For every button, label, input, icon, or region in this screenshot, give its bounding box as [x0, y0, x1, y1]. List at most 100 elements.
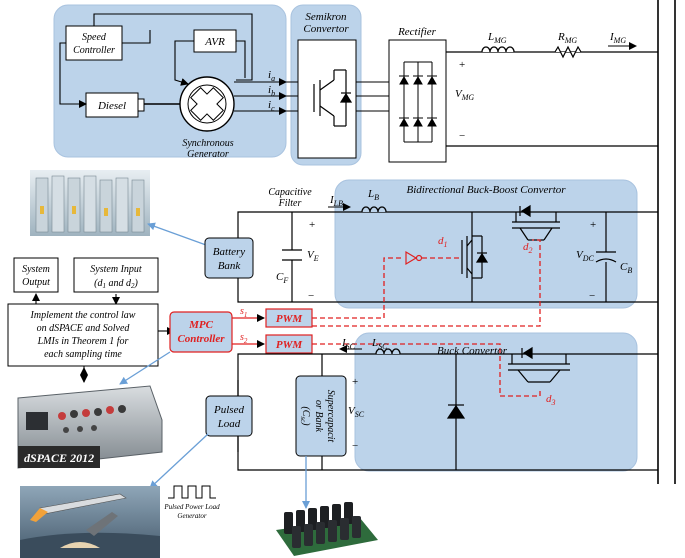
lb-label: LB [367, 188, 379, 202]
ia-label: ia [268, 69, 275, 83]
vmg-minus: − [459, 130, 465, 142]
avr-label: AVR [204, 36, 225, 48]
buck-switch-icon [508, 346, 570, 383]
supercapacitor-bank-box [295, 375, 347, 457]
supercapacitor-photo [276, 502, 378, 556]
s2-label: s2 [240, 332, 248, 345]
ve-plus: + [309, 219, 315, 231]
pulse-waveform-icon [168, 485, 216, 499]
mpc-label-2: Controller [177, 333, 225, 345]
d2-label: d2 [523, 241, 533, 255]
system-output-label: System [22, 264, 50, 275]
pulsed-load-box [205, 395, 253, 437]
system-output-box [13, 257, 59, 293]
system-input-box [73, 257, 159, 293]
control-arrows [32, 293, 175, 383]
control-law-line-2: on dSPACE and Solved [37, 323, 131, 334]
battery-photo [30, 170, 150, 236]
control-law-line-1: Implement the control law [30, 310, 136, 321]
ic-label: ic [268, 99, 275, 113]
missile-launch-photo [20, 486, 160, 558]
d3-label: d3 [546, 393, 556, 407]
bidir-switch-lower-icon [461, 212, 489, 302]
isc-label: ISC [341, 337, 356, 351]
sync-gen-label-2: Generator [187, 149, 229, 160]
lb-inductor-icon [361, 206, 387, 213]
s1-label: s1 [240, 306, 247, 319]
vdc-plus: + [590, 219, 596, 231]
vdc-minus: − [589, 290, 595, 302]
lsc-label: LSC [371, 337, 388, 351]
pwm1-label: PWM [276, 313, 304, 325]
cap-filter-label: Capacitive [268, 187, 312, 198]
bidirectional-converter-panel [334, 179, 638, 309]
lsc-inductor-icon [375, 348, 401, 355]
sync-gen-label: Synchronous [182, 138, 233, 149]
battery-bank-label-2: Bank [218, 260, 242, 272]
bidir-switch-upper-icon [512, 204, 560, 241]
battery-photo-link [147, 222, 207, 246]
cb-label: CB [620, 261, 632, 275]
control-law-box [7, 303, 159, 367]
lmg-inductor-icon [481, 46, 515, 53]
vmg-label: VMG [455, 88, 474, 102]
speed-controller-box [65, 25, 123, 61]
pulse-gen-label-2: Generator [177, 512, 206, 520]
cap-filter-label-2: Filter [278, 198, 302, 209]
d1-label: d1 [438, 235, 448, 249]
pulsed-load-label-2: Load [217, 418, 241, 430]
buck-diode-icon [446, 404, 466, 419]
battery-bank-label: Battery [213, 246, 245, 258]
d1-driver-icon [405, 250, 460, 266]
diesel-label: Diesel [97, 100, 126, 112]
vmg-plus: + [459, 59, 465, 71]
ve-minus: − [308, 290, 314, 302]
rectifier-label: Rectifier [397, 26, 437, 38]
rmg-label: RMG [557, 31, 577, 45]
pulse-gen-label: Pulsed Power Load [163, 503, 220, 511]
mpc-controller-box [169, 311, 233, 353]
bidir-title: Bidirectional Buck-Boost Convertor [406, 184, 566, 196]
speed-controller-label: Speed [82, 32, 107, 43]
ib-label: ib [268, 84, 275, 98]
igbt-icon [313, 69, 353, 127]
generator-control-wires [59, 13, 253, 108]
svg-text:Supercapacit: Supercapacit [325, 390, 336, 443]
ve-label: VE [307, 249, 319, 263]
speed-controller-label-2: Controller [73, 45, 115, 56]
buck-title: Buck Convertor [437, 345, 508, 357]
pulsed-load-label: Pulsed [213, 404, 244, 416]
supercap-rotated-text: Supercapacit or Bank (Csc) [299, 390, 336, 443]
pwm-dashed-lines [312, 239, 541, 397]
vsc-label: VSC [348, 405, 365, 419]
vdc-label: VDC [576, 249, 595, 263]
mpc-signal-lines [232, 314, 265, 348]
control-law-line-3: LMIs in Theorem 1 for [37, 336, 129, 347]
system-input-label-2: (d1 and d2) [94, 278, 138, 290]
system-input-label: System Input [90, 264, 142, 275]
vdc-capacitor [595, 212, 617, 302]
buck-converter-panel [354, 332, 638, 472]
svg-text:or Bank: or Bank [313, 400, 324, 433]
control-law-line-4: each sampling time [44, 349, 122, 360]
img-label: IMG [609, 31, 626, 45]
photo-links [119, 351, 310, 509]
mpc-label: MPC [188, 319, 214, 331]
synchronous-generator-icon [179, 76, 235, 132]
rmg-resistor-icon [554, 45, 582, 59]
lmg-label: LMG [487, 31, 507, 45]
semikron-label-2: Convertor [303, 23, 349, 35]
dc-bus [657, 0, 676, 484]
diesel-shaft [137, 98, 145, 112]
svg-text:(Csc): (Csc) [299, 406, 311, 426]
battery-wires [237, 211, 658, 303]
system-output-label-2: Output [22, 277, 50, 288]
ilb-label: ILB [329, 194, 343, 208]
vsc-minus: − [352, 440, 358, 452]
dspace-label: dSPACE 2012 [24, 451, 94, 465]
vsc-plus: + [352, 376, 358, 388]
rectifier-bridge-icon [399, 61, 437, 143]
cf-label: CF [276, 271, 288, 285]
battery-bank-box [204, 237, 254, 279]
pwm2-label: PWM [276, 339, 304, 351]
